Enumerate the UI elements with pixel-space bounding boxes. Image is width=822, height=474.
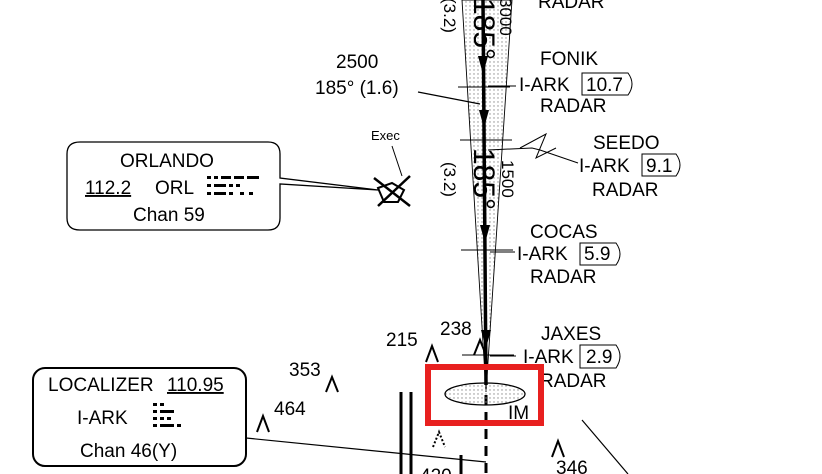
orlando-freq: 112.2 <box>85 178 131 199</box>
top-course-label: 185° <box>467 0 500 60</box>
obstacle-238: 238 <box>440 319 487 356</box>
top-radar-label: RADAR <box>538 0 605 13</box>
seedo-leader-zigzag <box>519 132 557 160</box>
course-arrow-1 <box>478 56 488 74</box>
exec-label: Exec <box>371 128 400 143</box>
svg-text:238: 238 <box>440 319 472 340</box>
fix-cocas-name: COCAS <box>530 222 598 243</box>
fix-cocas-dme-box <box>579 242 621 266</box>
localizer-morse-code-icon <box>153 403 181 427</box>
obstacle-420: 420 <box>420 429 452 474</box>
course-arrow-3 <box>480 225 490 243</box>
fix-jaxes-radar: RADAR <box>540 371 607 392</box>
localizer-course-feather <box>461 0 513 393</box>
final-course-label: 185° <box>467 148 500 210</box>
svg-text:464: 464 <box>274 399 306 420</box>
inner-marker-highlight-box <box>425 364 544 426</box>
inner-marker-label: IM <box>508 403 529 424</box>
fix-fonik-dme-box <box>581 72 633 96</box>
fix-jaxes-dme-box <box>579 344 621 369</box>
fix-seedo-name: SEEDO <box>593 133 660 154</box>
course-arrow-4 <box>481 330 491 348</box>
missed-approach-line <box>581 419 629 474</box>
final-distance-label: (3.2) <box>440 162 459 197</box>
fix-jaxes-name: JAXES <box>541 324 601 345</box>
seedo-leader-line <box>487 147 579 164</box>
localizer-navaid-box <box>32 367 247 467</box>
svg-text:353: 353 <box>289 360 321 381</box>
orlando-ident: ORL <box>155 178 194 199</box>
obstacle-346: 346 <box>551 438 588 474</box>
orlando-chan: Chan 59 <box>133 205 205 226</box>
feeder-altitude: 2500 <box>336 52 378 73</box>
top-distance-label: (3.2) <box>440 0 459 33</box>
localizer-chan: Chan 46(Y) <box>80 441 177 462</box>
exec-leader <box>391 145 403 177</box>
fix-seedo-radar: RADAR <box>592 180 659 201</box>
fix-seedo-dme: 9.1 <box>646 156 672 177</box>
obstacle-353: 353 <box>289 360 339 393</box>
svg-text:215: 215 <box>386 330 418 351</box>
fix-seedo-loc: I-ARK <box>579 156 630 177</box>
feeder-leader-line <box>417 91 481 105</box>
orlando-name: ORLANDO <box>120 151 214 172</box>
svg-text:346: 346 <box>556 458 588 474</box>
fix-cocas-loc: I-ARK <box>517 244 568 265</box>
course-arrow-2 <box>479 110 489 128</box>
fix-fonik-loc: I-ARK <box>519 75 570 96</box>
fix-jaxes-dme: 2.9 <box>586 347 612 368</box>
localizer-leader-line <box>245 437 487 463</box>
localizer-ident: I-ARK <box>77 408 128 429</box>
orlando-morse-code-icon <box>207 176 259 195</box>
feeder-course-distance: 185° (1.6) <box>315 78 399 99</box>
final-altitude-label: 1500 <box>498 160 517 198</box>
obstacle-215: 215 <box>386 330 439 363</box>
fix-jaxes-loc: I-ARK <box>523 347 574 368</box>
fix-fonik-name: FONIK <box>540 49 598 70</box>
fix-fonik-dme: 10.7 <box>586 75 623 96</box>
top-altitude-label: 3000 <box>496 0 515 36</box>
fix-cocas-dme: 5.9 <box>584 244 610 265</box>
inner-marker-icon <box>444 382 526 406</box>
obstacle-464: 464 <box>256 399 306 433</box>
localizer-freq: 110.95 <box>167 375 224 396</box>
fix-fonik-radar: RADAR <box>540 96 607 117</box>
localizer-label: LOCALIZER <box>48 375 154 396</box>
fix-cocas-radar: RADAR <box>530 267 597 288</box>
svg-text:420: 420 <box>420 466 452 474</box>
vortac-icon <box>373 175 411 207</box>
fix-seedo-dme-box <box>641 153 681 177</box>
